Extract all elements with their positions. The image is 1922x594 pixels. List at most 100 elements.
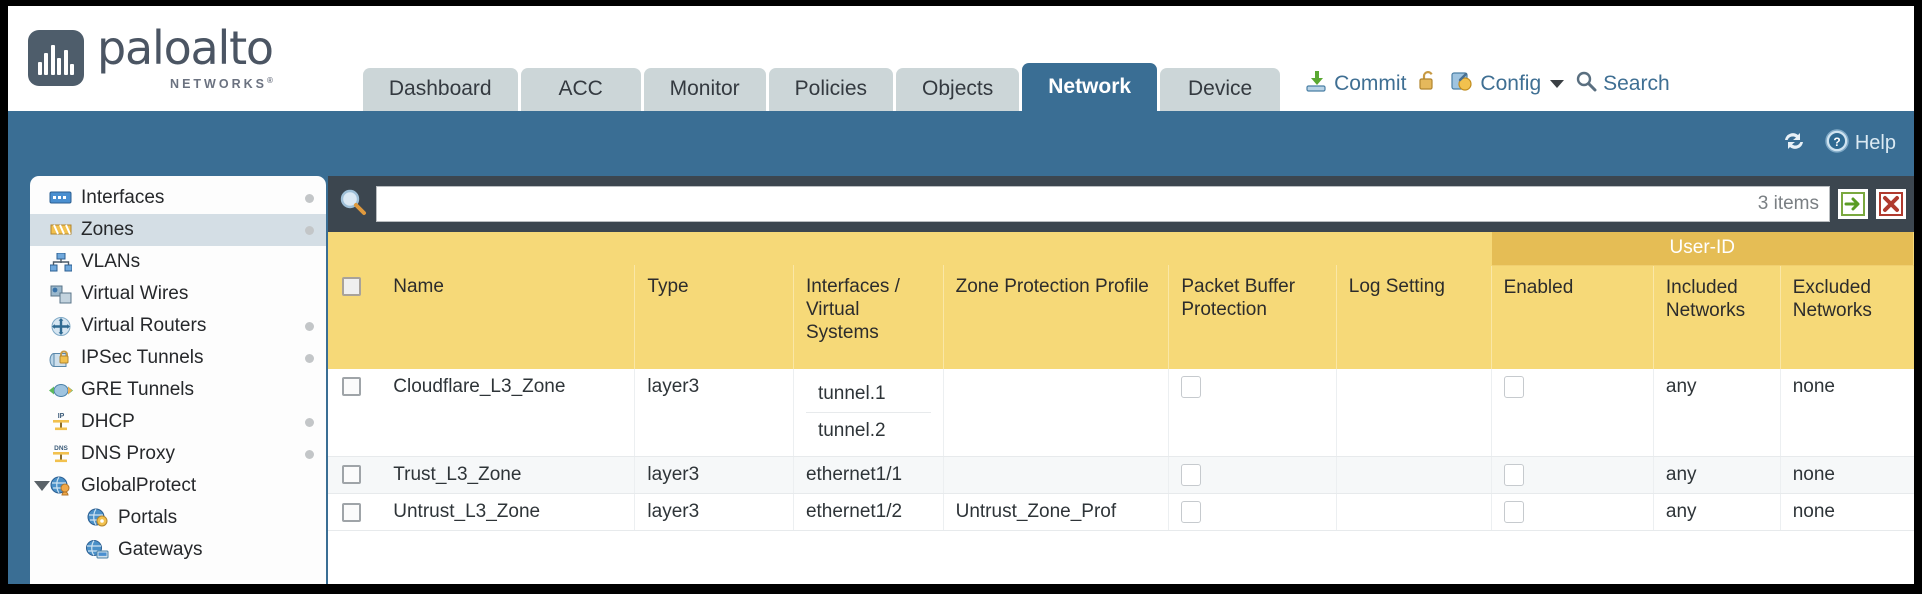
cell-name[interactable]: Trust_L3_Zone xyxy=(381,456,636,495)
chevron-down-icon xyxy=(1550,80,1565,88)
cell-log-setting xyxy=(1336,456,1492,495)
sidebar-item-label: GRE Tunnels xyxy=(81,379,194,400)
table-row[interactable]: Trust_L3_Zone layer3 ethernet1/1 any non… xyxy=(328,456,1914,495)
search-input[interactable]: 3 items xyxy=(376,186,1830,222)
tab-objects[interactable]: Objects xyxy=(896,67,1020,111)
sidebar-item-interfaces[interactable]: Interfaces xyxy=(30,182,326,214)
cell-zone-protection-profile: Untrust_Zone_Prof xyxy=(943,493,1170,532)
chevron-down-icon[interactable] xyxy=(34,481,50,491)
sidebar-item-gre-tunnels[interactable]: GRE Tunnels xyxy=(30,374,326,406)
zones-icon xyxy=(48,219,73,241)
unlock-padlock-icon xyxy=(1417,69,1439,99)
dhcp-icon: IP xyxy=(48,411,73,433)
row-checkbox[interactable] xyxy=(342,465,361,485)
search-magnifier-icon xyxy=(1575,70,1597,98)
config-label: Config xyxy=(1480,72,1542,95)
sidebar-item-globalprotect[interactable]: GlobalProtect xyxy=(30,470,326,502)
sidebar-item-label: Virtual Wires xyxy=(81,283,189,304)
table-row[interactable]: Untrust_L3_Zone layer3 ethernet1/2 Untru… xyxy=(328,493,1914,532)
sidebar-item-dns-proxy[interactable]: DNS DNS Proxy xyxy=(30,438,326,470)
packet-buffer-protection-checkbox[interactable] xyxy=(1181,464,1202,486)
clear-filter-button[interactable] xyxy=(1876,189,1906,219)
sidebar-item-portals[interactable]: Portals xyxy=(30,502,326,534)
cell-interfaces: ethernet1/1 xyxy=(793,456,944,495)
status-dot xyxy=(305,193,314,203)
paloalto-wave-logo-icon xyxy=(28,29,84,86)
cell-name[interactable]: Untrust_L3_Zone xyxy=(381,493,636,532)
help-label: Help xyxy=(1854,132,1896,154)
globalprotect-icon xyxy=(48,475,73,497)
tab-monitor[interactable]: Monitor xyxy=(643,67,766,111)
group-header-userid: User-ID xyxy=(1491,232,1914,266)
commit-button[interactable]: Commit xyxy=(1304,69,1406,99)
table-row[interactable]: Cloudflare_L3_Zone layer3 tunnel.1 tunne… xyxy=(328,369,1914,457)
row-checkbox[interactable] xyxy=(342,377,361,397)
status-dot xyxy=(305,449,314,459)
column-header-excluded-networks[interactable]: Excluded Networks xyxy=(1780,265,1914,369)
sidebar-item-dhcp[interactable]: IP DHCP xyxy=(30,406,326,438)
status-dot xyxy=(305,321,314,331)
cell-userid-enabled xyxy=(1491,456,1654,495)
status-dot xyxy=(305,225,314,235)
tab-acc[interactable]: ACC xyxy=(520,67,641,111)
column-header-packet-buffer-protection[interactable]: Packet Buffer Protection xyxy=(1168,265,1337,369)
sidebar-item-label: Virtual Routers xyxy=(81,315,207,336)
cell-userid-enabled xyxy=(1491,493,1654,532)
config-menu-button[interactable]: Config xyxy=(1450,69,1565,99)
column-header-interfaces[interactable]: Interfaces / Virtual Systems xyxy=(793,265,944,369)
sidebar-item-label: Interfaces xyxy=(81,187,165,208)
cell-interfaces: ethernet1/2 xyxy=(793,493,944,532)
tab-device[interactable]: Device xyxy=(1160,67,1281,111)
column-header-type[interactable]: Type xyxy=(634,265,794,369)
sidebar-item-label: Gateways xyxy=(118,539,203,560)
sidebar-item-virtual-routers[interactable]: Virtual Routers xyxy=(30,310,326,342)
column-header-log-setting[interactable]: Log Setting xyxy=(1336,265,1492,369)
column-header-name[interactable]: Name xyxy=(381,265,636,369)
userid-enabled-checkbox[interactable] xyxy=(1503,501,1524,524)
search-label: Search xyxy=(1603,72,1670,95)
search-magnifier-icon[interactable] xyxy=(338,187,368,222)
sidebar-item-vlans[interactable]: VLANs xyxy=(30,246,326,278)
group-header-spacer xyxy=(328,232,1492,265)
ipsec-tunnels-icon xyxy=(48,347,73,369)
help-button[interactable]: ? Help xyxy=(1824,128,1896,160)
cell-included-networks: any xyxy=(1653,456,1781,495)
packet-buffer-protection-checkbox[interactable] xyxy=(1181,376,1202,398)
cell-type: layer3 xyxy=(634,456,794,495)
lock-button[interactable] xyxy=(1417,69,1439,99)
row-select-cell xyxy=(328,456,382,495)
search-button[interactable]: Search xyxy=(1575,70,1670,98)
userid-enabled-checkbox[interactable] xyxy=(1503,376,1524,398)
sidebar-item-zones[interactable]: Zones xyxy=(30,214,326,246)
config-wrench-icon xyxy=(1450,69,1474,99)
cell-packet-buffer-protection xyxy=(1168,493,1337,532)
commit-label: Commit xyxy=(1334,72,1407,95)
left-navigation-sidebar: Interfaces Zones VLANs Vir xyxy=(30,176,326,584)
status-dot xyxy=(305,353,314,363)
sidebar-item-virtual-wires[interactable]: Virtual Wires xyxy=(30,278,326,310)
cell-packet-buffer-protection xyxy=(1168,456,1337,495)
column-header-userid-enabled[interactable]: Enabled xyxy=(1491,265,1654,369)
tab-dashboard[interactable]: Dashboard xyxy=(362,67,518,111)
column-header-zone-protection-profile[interactable]: Zone Protection Profile xyxy=(943,265,1170,369)
cell-packet-buffer-protection xyxy=(1168,369,1337,457)
tab-policies[interactable]: Policies xyxy=(768,67,894,111)
apply-filter-button[interactable] xyxy=(1838,189,1868,219)
cell-name[interactable]: Cloudflare_L3_Zone xyxy=(381,369,636,457)
cell-included-networks: any xyxy=(1653,493,1781,532)
cell-zone-protection-profile xyxy=(943,456,1170,495)
row-checkbox[interactable] xyxy=(342,502,361,522)
gateways-icon xyxy=(85,539,110,561)
packet-buffer-protection-checkbox[interactable] xyxy=(1181,501,1202,524)
cell-log-setting xyxy=(1336,493,1492,532)
sidebar-item-ipsec-tunnels[interactable]: IPSec Tunnels xyxy=(30,342,326,374)
svg-text:?: ? xyxy=(1833,135,1840,149)
portals-icon xyxy=(85,507,110,529)
sidebar-item-label: DNS Proxy xyxy=(81,443,175,464)
userid-enabled-checkbox[interactable] xyxy=(1503,464,1524,486)
tab-network[interactable]: Network xyxy=(1022,62,1158,111)
select-all-checkbox[interactable] xyxy=(342,277,361,297)
sidebar-item-gateways[interactable]: Gateways xyxy=(30,534,326,566)
column-header-included-networks[interactable]: Included Networks xyxy=(1653,265,1781,369)
refresh-icon[interactable] xyxy=(1780,128,1808,159)
